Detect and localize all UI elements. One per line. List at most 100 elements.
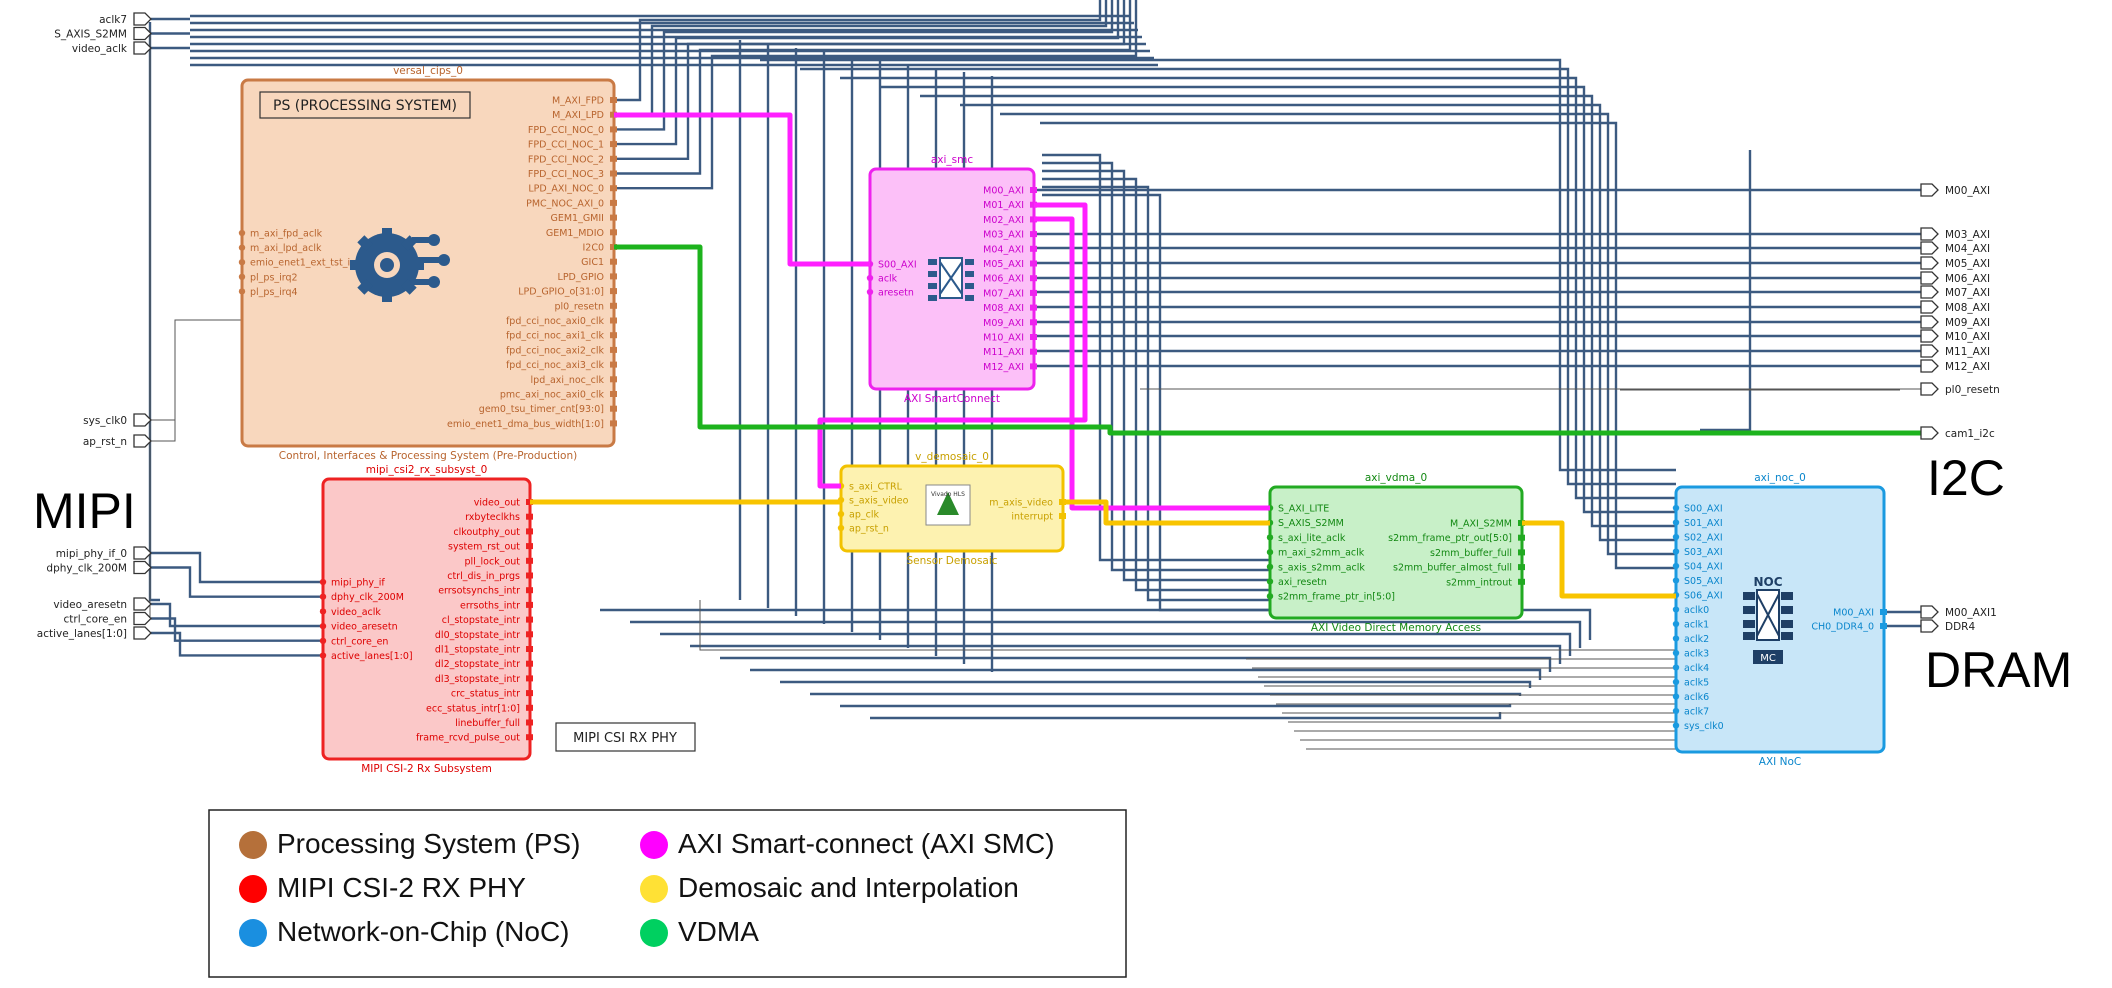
pin-marker[interactable] <box>1672 635 1680 642</box>
pin-marker[interactable] <box>526 499 533 505</box>
pin-marker[interactable] <box>526 631 533 638</box>
pin-marker[interactable] <box>319 652 327 659</box>
pin-marker[interactable] <box>1672 606 1680 613</box>
pin-marker[interactable] <box>1672 533 1680 541</box>
pin-marker[interactable] <box>1030 231 1037 238</box>
pin-marker[interactable] <box>526 646 533 652</box>
pin-marker[interactable] <box>526 587 533 594</box>
pin-marker[interactable] <box>1672 562 1680 570</box>
pin-marker[interactable] <box>1266 578 1274 585</box>
pin-marker[interactable] <box>238 259 246 266</box>
pin-marker[interactable] <box>526 528 533 535</box>
port-dphy_clk_200M[interactable]: dphy_clk_200M <box>46 560 152 575</box>
pin-marker[interactable] <box>866 288 874 296</box>
pin-marker[interactable] <box>1266 548 1274 556</box>
port-mipi_phy_if_0[interactable]: mipi_phy_if_0 <box>56 546 152 560</box>
pin-marker[interactable] <box>319 608 327 615</box>
pin-marker[interactable] <box>610 376 617 383</box>
pin-marker[interactable] <box>1030 275 1037 282</box>
port-M03_AXI[interactable]: M03_AXI <box>1920 227 1990 241</box>
pin-marker[interactable] <box>1059 499 1066 505</box>
port-M00_AXI1[interactable]: M00_AXI1 <box>1920 605 1997 619</box>
pin-marker[interactable] <box>837 524 845 532</box>
pin-marker[interactable] <box>610 361 617 368</box>
pin-marker[interactable] <box>1672 722 1680 729</box>
pin-marker[interactable] <box>526 513 533 520</box>
pin-marker[interactable] <box>610 111 617 118</box>
port-M04_AXI[interactable]: M04_AXI <box>1920 241 1990 255</box>
port-sys_clk0[interactable]: sys_clk0 <box>83 413 152 427</box>
pin-marker[interactable] <box>1672 504 1680 512</box>
pin-marker[interactable] <box>526 704 533 711</box>
pin-marker[interactable] <box>610 405 617 412</box>
pin-marker[interactable] <box>1030 187 1037 193</box>
pin-marker[interactable] <box>610 244 617 250</box>
pin-marker[interactable] <box>526 690 533 697</box>
pin-marker[interactable] <box>1030 348 1037 355</box>
pin-marker[interactable] <box>610 317 617 324</box>
port-DDR4[interactable]: DDR4 <box>1920 619 1975 633</box>
pin-marker[interactable] <box>1030 304 1037 311</box>
port-video_aclk[interactable]: video_aclk <box>72 41 152 55</box>
port-ap_rst_n[interactable]: ap_rst_n <box>83 434 152 448</box>
pin-marker[interactable] <box>1030 216 1037 223</box>
pin-marker[interactable] <box>1030 319 1037 326</box>
pin-marker[interactable] <box>1518 549 1525 556</box>
port-M06_AXI[interactable]: M06_AXI <box>1920 271 1990 285</box>
pin-marker[interactable] <box>1030 245 1037 252</box>
port-M09_AXI[interactable]: M09_AXI <box>1920 315 1990 329</box>
pin-marker[interactable] <box>1030 363 1037 370</box>
port-M12_AXI[interactable]: M12_AXI <box>1920 359 1990 373</box>
pin-marker[interactable] <box>610 185 617 192</box>
pin-marker[interactable] <box>319 593 327 600</box>
port-M05_AXI[interactable]: M05_AXI <box>1920 256 1990 270</box>
pin-marker[interactable] <box>526 719 533 726</box>
pin-marker[interactable] <box>526 601 533 608</box>
pin-marker[interactable] <box>526 543 533 550</box>
pin-marker[interactable] <box>610 229 617 236</box>
pin-marker[interactable] <box>866 274 874 282</box>
pin-marker[interactable] <box>319 622 327 630</box>
pin-marker[interactable] <box>1672 620 1680 628</box>
pin-marker[interactable] <box>837 510 845 518</box>
pin-marker[interactable] <box>1672 577 1680 584</box>
pin-marker[interactable] <box>1672 649 1680 657</box>
pin-marker[interactable] <box>1880 609 1887 615</box>
pin-marker[interactable] <box>1672 693 1680 700</box>
pin-marker[interactable] <box>526 572 533 579</box>
pin-marker[interactable] <box>526 734 533 741</box>
pin-marker[interactable] <box>1672 678 1680 686</box>
pin-marker[interactable] <box>1672 519 1680 526</box>
port-M10_AXI[interactable]: M10_AXI <box>1920 329 1990 343</box>
pin-marker[interactable] <box>610 273 617 280</box>
pin-marker[interactable] <box>319 578 327 586</box>
pin-marker[interactable] <box>526 660 533 667</box>
pin-marker[interactable] <box>610 141 617 148</box>
pin-marker[interactable] <box>1672 548 1680 555</box>
pin-marker[interactable] <box>1030 260 1037 267</box>
pin-marker[interactable] <box>610 199 617 206</box>
pin-marker[interactable] <box>610 302 617 309</box>
pin-marker[interactable] <box>1518 534 1525 541</box>
port-pl0_resetn[interactable]: pl0_resetn <box>1920 382 2000 396</box>
pin-marker[interactable] <box>610 126 617 133</box>
port-M08_AXI[interactable]: M08_AXI <box>1920 300 1990 314</box>
pin-marker[interactable] <box>238 229 246 237</box>
port-cam1_i2c[interactable]: cam1_i2c <box>1920 426 1995 440</box>
pin-marker[interactable] <box>1880 623 1887 629</box>
pin-marker[interactable] <box>1030 201 1037 208</box>
port-active_lanes[1:0][interactable]: active_lanes[1:0] <box>37 626 152 640</box>
pin-marker[interactable] <box>1672 707 1680 715</box>
pin-marker[interactable] <box>1518 520 1525 526</box>
pin-marker[interactable] <box>1030 334 1037 340</box>
pin-marker[interactable] <box>238 244 246 251</box>
pin-marker[interactable] <box>1518 578 1525 585</box>
port-M11_AXI[interactable]: M11_AXI <box>1920 344 1990 358</box>
port-video_aresetn[interactable]: video_aresetn <box>53 597 152 611</box>
